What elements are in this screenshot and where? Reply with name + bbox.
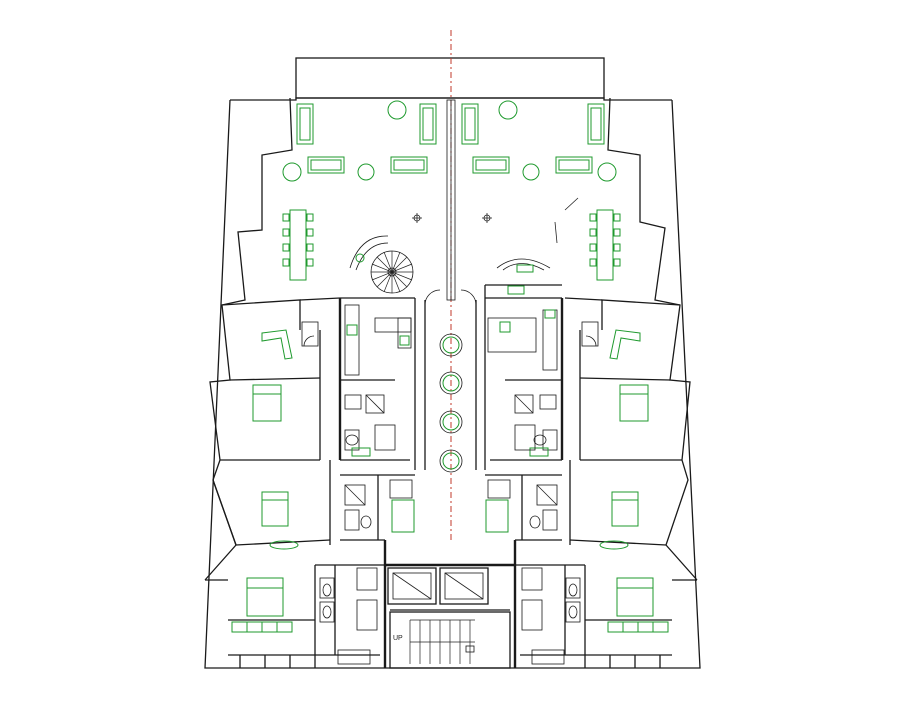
building-outline bbox=[204, 57, 701, 669]
left-unit-walls bbox=[212, 297, 416, 546]
bed-right-2 bbox=[611, 491, 639, 527]
sofa-left-c bbox=[307, 156, 345, 174]
spiral-staircase bbox=[349, 235, 414, 294]
bed-left-2 bbox=[261, 491, 289, 527]
lift-core bbox=[385, 563, 515, 611]
sofa-left-d bbox=[390, 156, 428, 174]
bed-left-3 bbox=[246, 577, 284, 617]
sofa-right-b bbox=[587, 103, 605, 145]
left-lower-unit bbox=[205, 540, 387, 668]
plant-left-c bbox=[357, 163, 375, 181]
plant-left-b bbox=[282, 162, 302, 182]
dining-table-right bbox=[596, 209, 614, 281]
right-lower-unit bbox=[513, 540, 697, 668]
right-living-furniture bbox=[461, 100, 621, 281]
left-living-furniture bbox=[282, 100, 437, 281]
left-kitchen bbox=[344, 304, 412, 376]
sofa-right-a bbox=[461, 103, 479, 145]
right-bathrooms bbox=[485, 394, 558, 533]
left-bedroom-furniture bbox=[231, 329, 299, 633]
stair-label: UP bbox=[393, 635, 403, 642]
sofa-left-a bbox=[296, 103, 314, 145]
bed-right-3 bbox=[616, 577, 654, 617]
central-partition bbox=[446, 99, 456, 301]
right-unit-walls bbox=[484, 284, 682, 546]
main-stairwell: UP bbox=[389, 611, 511, 669]
bed-right-1 bbox=[619, 384, 649, 422]
right-entry-arc bbox=[496, 258, 551, 273]
corridor-light-fixtures bbox=[424, 289, 477, 473]
plant-right-c bbox=[522, 163, 540, 181]
sofa-right-d bbox=[555, 156, 593, 174]
left-bathrooms bbox=[344, 394, 415, 533]
sofa-left-b bbox=[419, 103, 437, 145]
ceiling-markers bbox=[412, 213, 492, 223]
plant-right-b bbox=[597, 162, 617, 182]
bed-left-1 bbox=[252, 384, 282, 422]
sofa-right-c bbox=[472, 156, 510, 174]
right-bedroom-furniture bbox=[599, 329, 669, 633]
dining-table-left bbox=[289, 209, 307, 281]
right-kitchen bbox=[487, 285, 558, 371]
plant-left-a bbox=[387, 100, 407, 120]
plant-right-a bbox=[498, 100, 518, 120]
